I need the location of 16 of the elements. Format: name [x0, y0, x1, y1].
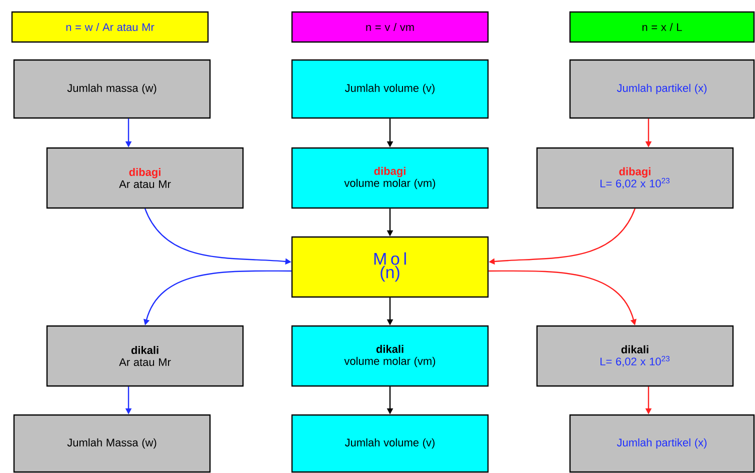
process-box: Jumlah massa (w)	[13, 59, 211, 119]
process-box: n = x / L	[569, 11, 755, 43]
process-box: Jumlah partikel (x)	[569, 59, 755, 119]
process-box: Jumlah partikel (x)	[569, 414, 755, 473]
process-box: dibagi L= 6,02 x 10$^{23}$	[536, 147, 734, 209]
process-box: Jumlah volume (v)	[291, 414, 489, 473]
process-box: M o l (n)	[291, 236, 489, 298]
process-box: Jumlah Massa (w)	[13, 414, 211, 473]
process-box: n = v / vm	[291, 11, 489, 43]
process-box: Jumlah volume (v)	[291, 59, 489, 119]
process-box: dikali Ar atau Mr	[46, 325, 244, 387]
process-box: dikali volume molar (vm)	[291, 325, 489, 387]
process-box: dikali L= 6,02 x 10$^{23}$	[536, 325, 734, 387]
process-box: dibagi volume molar (vm)	[291, 147, 489, 209]
process-box: dibagi Ar atau Mr	[46, 147, 244, 209]
process-box: n = w / Ar atau Mr	[11, 11, 209, 43]
